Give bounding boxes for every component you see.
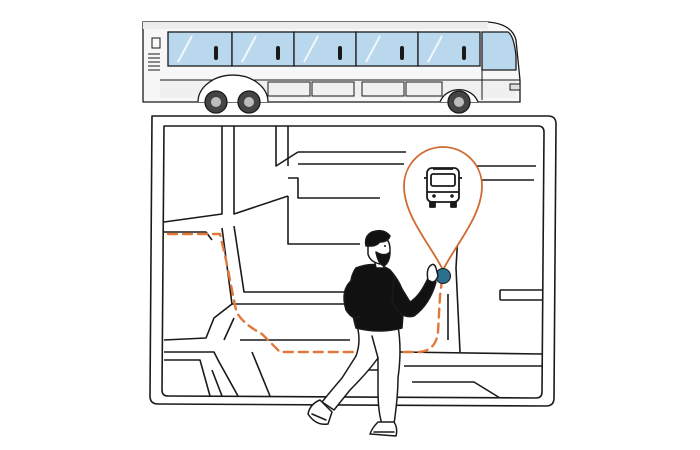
person-beard (375, 251, 391, 267)
person-right-shoe (369, 421, 398, 437)
bus-windows (167, 31, 481, 67)
bus-windshield (481, 31, 517, 71)
person-hair (364, 229, 391, 247)
bus-roof (143, 22, 488, 29)
map-frame-inner (161, 125, 545, 399)
person-pants (321, 321, 401, 425)
location-pin-icon (403, 146, 483, 284)
person-arm (391, 275, 437, 318)
map-frame-outer (149, 115, 557, 407)
bus-wheels (197, 74, 479, 114)
bus-rear-grill (148, 37, 161, 71)
bus-front-icon (424, 167, 462, 208)
walking-person-icon (307, 229, 439, 437)
bus-icon (142, 21, 521, 114)
route-path (166, 232, 444, 354)
person-left-shoe (307, 399, 333, 426)
